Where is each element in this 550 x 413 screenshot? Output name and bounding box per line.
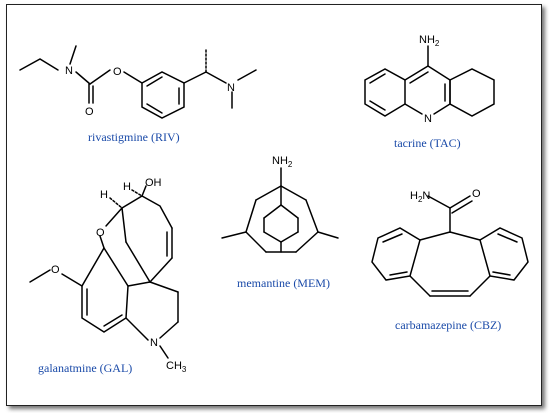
pyridine-inner-1 <box>409 71 429 84</box>
cage-10 <box>245 231 267 253</box>
atom-nh2-tacrine: NH2 <box>419 34 440 48</box>
ethyl-chain <box>19 58 59 71</box>
benzo-inner-1 <box>369 73 386 84</box>
atom-h-1: H <box>100 189 108 201</box>
ome-methyl <box>29 269 51 283</box>
atom-oh: OH <box>145 177 162 189</box>
amide-co-2 <box>451 200 473 214</box>
cage-2 <box>280 185 307 201</box>
cyclohexane-ring <box>449 68 495 117</box>
caption-rivastigmine: rivastigmine (RIV) <box>88 130 180 144</box>
aryl-ome-bond <box>61 273 83 287</box>
atom-o-ring: O <box>96 227 105 239</box>
methyl-right <box>317 231 339 239</box>
oh-bond <box>141 185 147 197</box>
atom-o-amide: O <box>472 188 481 200</box>
galantamine-structure: OH H H O O N CH3 galanatmine (GAL) <box>29 177 187 375</box>
wedge-spiro <box>127 281 151 287</box>
atom-n-amine: N <box>227 82 235 94</box>
caption-galantamine: galanatmine (GAL) <box>38 361 132 375</box>
pyridine-upper <box>404 65 451 115</box>
ch2-bridge <box>125 241 151 283</box>
benzo-ring <box>364 68 406 117</box>
n-methyl-right <box>237 69 257 81</box>
amide-co-1 <box>449 195 471 209</box>
right-inner-2 <box>492 271 511 276</box>
amide-n-bond <box>427 195 451 209</box>
aromatic-inner-2 <box>103 314 123 327</box>
atom-h2n: H2N <box>410 190 430 204</box>
atom-n-carbamate: N <box>65 65 73 77</box>
c5-right <box>449 231 481 241</box>
atom-h-2: H <box>123 181 131 193</box>
caption-carbamazepine: carbamazepine (CBZ) <box>395 318 501 332</box>
cage-4 <box>263 204 282 219</box>
cage-5 <box>280 204 299 219</box>
carbonyl-ester-bond <box>89 69 111 85</box>
bridge-right <box>469 275 491 297</box>
caption-memantine: memantine (MEM) <box>237 276 330 290</box>
c5-left <box>419 231 451 241</box>
cyclohex-left <box>121 207 127 243</box>
aryl-chiral-bond <box>183 71 207 84</box>
atom-n-tacrine: N <box>424 113 432 125</box>
cage-13 <box>263 231 282 243</box>
atom-o-carbonyl: O <box>85 106 94 118</box>
chiral-n-bond <box>205 71 227 84</box>
memantine-structure: NH2 memantine (MEM) <box>221 155 339 290</box>
cyclohex-upper <box>121 195 173 229</box>
right-inner-1 <box>497 233 518 243</box>
benzene-ring <box>141 71 185 119</box>
rivastigmine-structure: N O O N rivastigmine (RIV) <box>19 45 257 144</box>
hashed-h-1 <box>109 197 123 209</box>
azepine-3 <box>159 321 179 339</box>
benzo-inner-2 <box>369 100 386 111</box>
benzene-inner-1 <box>146 76 163 87</box>
caption-tacrine: tacrine (TAC) <box>394 136 461 150</box>
left-inner-1 <box>382 233 403 243</box>
n-carbonyl-bond <box>75 71 91 85</box>
n-methyl-bond <box>69 45 77 65</box>
left-inner-2 <box>389 271 408 276</box>
cage-11 <box>295 231 319 253</box>
benzene-inner-3 <box>146 103 163 114</box>
methyl-left <box>221 231 247 239</box>
atom-o-ester: O <box>113 66 122 78</box>
aromatic-ring <box>81 246 129 333</box>
azepine-1 <box>149 281 179 293</box>
o-aryl-bond <box>99 235 105 249</box>
hashed-h-2 <box>131 189 143 197</box>
pyridine-lower <box>404 103 423 115</box>
cage-14 <box>280 231 299 243</box>
atom-n-galantamine: N <box>150 337 158 349</box>
atom-o-methoxy: O <box>51 264 60 276</box>
tacrine-structure: NH2 N tacrine (TAC) <box>364 34 495 150</box>
atom-ch3: CH3 <box>166 360 187 374</box>
ester-aryl-bond <box>123 71 143 84</box>
carbamazepine-structure: H2N O carbamazepine (CBZ) <box>371 188 529 332</box>
cage-7 <box>305 199 319 233</box>
cage-6 <box>245 199 257 233</box>
atom-nh2-memantine: NH2 <box>272 155 293 169</box>
cyclohex-to-spiro <box>149 257 173 283</box>
bridge-left <box>409 275 431 297</box>
c-o-bond <box>105 207 123 227</box>
n-methyl-bond <box>159 345 169 359</box>
azepine-4 <box>125 317 149 341</box>
figure-frame <box>6 4 542 406</box>
cage-1 <box>255 185 282 201</box>
